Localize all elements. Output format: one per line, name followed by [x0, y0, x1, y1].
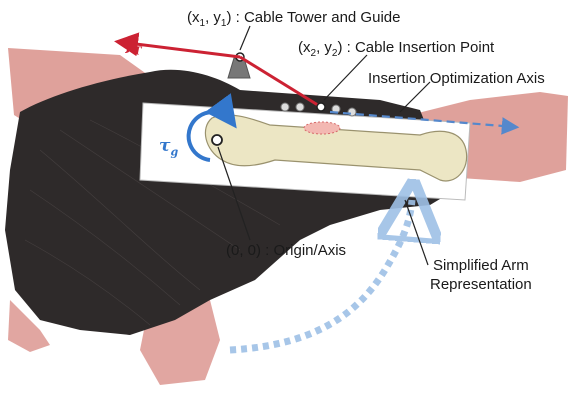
optimization-axis-label: Insertion Optimization Axis [368, 70, 545, 87]
torque-symbol: τg [159, 136, 178, 158]
cable-insertion-label: (x2, y2) : Cable Insertion Point [298, 39, 494, 59]
cable-tower-label: (x1, y1) : Cable Tower and Guide [187, 9, 400, 29]
force-symbol: fT [126, 35, 142, 57]
origin-point [212, 135, 222, 145]
cable-insertion-point [317, 103, 325, 111]
origin-label: (0, 0) : Origin/Axis [226, 242, 346, 259]
insertion-region [304, 122, 340, 134]
arm-representation-label: Simplified Arm Representation [430, 257, 532, 293]
arm-label-line-1: Simplified Arm [430, 257, 532, 274]
arm-label-line-2: Representation [430, 276, 532, 293]
